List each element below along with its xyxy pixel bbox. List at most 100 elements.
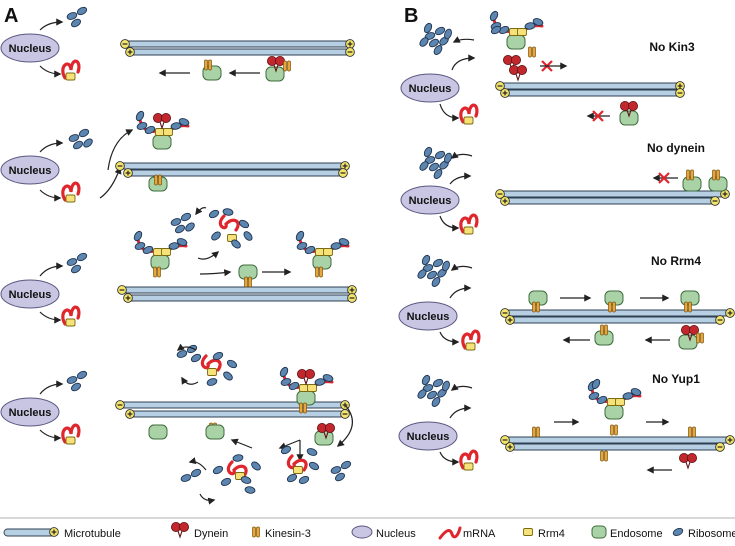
kinesin-head (532, 46, 536, 58)
ribosome-cluster (66, 6, 88, 28)
free-mrna (61, 59, 81, 81)
endosome-icon (619, 110, 639, 126)
ribosome-icon (180, 474, 192, 482)
microtubule (119, 162, 346, 170)
nucleus-label: Nucleus (409, 195, 452, 207)
minus-end-icon (347, 293, 357, 303)
legend-label-mrna: mRNA (463, 528, 496, 540)
ribosome-icon (288, 381, 300, 391)
nucleus-label: Nucleus (409, 83, 452, 95)
endosome-icon (506, 34, 526, 50)
rrm4-icon (523, 528, 533, 536)
ribosome-icon (76, 6, 88, 16)
ribosome-icon (433, 169, 443, 179)
ribosome-icon (279, 366, 289, 378)
ribosome-icon (314, 378, 326, 386)
endosome-icon (594, 330, 614, 346)
plus-end-icon (123, 293, 133, 303)
dynein (679, 452, 698, 470)
nucleus-label: Nucleus (9, 407, 52, 419)
microtubule (504, 436, 731, 444)
minus-end-icon (500, 435, 510, 445)
minus-end-icon (115, 400, 125, 410)
minus-end-icon (117, 285, 127, 295)
dynein-head (687, 452, 698, 463)
ribosome-icon (212, 465, 224, 475)
ribosome-icon (340, 460, 352, 470)
ribosome-icon (180, 212, 192, 222)
nucleus-icon (0, 33, 60, 63)
ribosome-icon (168, 242, 180, 250)
microtubule-pair (495, 81, 685, 98)
microtubule-tube (509, 443, 721, 451)
free-mrna (459, 213, 479, 235)
arrow (39, 139, 64, 153)
block-icon (658, 172, 670, 184)
plus-end-icon (505, 442, 515, 452)
ribosome-icon (185, 222, 195, 232)
endosome-icon (148, 424, 168, 440)
plus-end-icon (345, 39, 355, 49)
kinesin-3 (688, 426, 696, 438)
nucleus-icon (351, 525, 373, 539)
arrow (199, 269, 232, 277)
microtubule-tube (504, 436, 731, 444)
dynein-stalk (159, 121, 165, 130)
nucleus: Nucleus (398, 421, 458, 451)
microtubule (129, 48, 351, 56)
plus-end-icon (347, 285, 357, 295)
ribosome-icon (175, 224, 185, 234)
row-a4 (148, 343, 353, 462)
kinesin-3 (528, 46, 536, 58)
rrm4-icon (161, 248, 171, 256)
ribosome-icon (417, 269, 427, 279)
arrow (39, 311, 62, 324)
ribosome-icon (144, 125, 156, 135)
ribosome-icon (186, 344, 198, 354)
free-mrna (61, 423, 81, 445)
mrna-strand (226, 460, 248, 478)
microtubule (124, 40, 351, 48)
minus-end-icon (340, 409, 350, 419)
ribosome-icon (308, 461, 320, 471)
arrow (195, 207, 207, 216)
nucleus-icon (0, 279, 60, 309)
nucleus-icon (400, 73, 460, 103)
minus-end-icon (120, 39, 130, 49)
minus-end-icon (710, 196, 720, 206)
arrow (439, 451, 460, 466)
kinesin-head (688, 301, 692, 313)
ribosome-icon (133, 230, 143, 242)
ribosome-icon (243, 231, 253, 241)
arrow (449, 172, 472, 185)
kinesin-head (252, 526, 256, 538)
ribosome-icon (211, 231, 221, 241)
dynein (316, 422, 335, 440)
rrm4-icon (65, 72, 76, 81)
ribosome-icon (73, 140, 83, 150)
mrna-strand (461, 329, 481, 350)
ribosome-icon (330, 466, 342, 474)
ribosome-icon (427, 270, 437, 280)
minus-end-icon (338, 168, 348, 178)
arrow (336, 405, 353, 447)
ribosome-icon (419, 37, 429, 47)
nucleus-icon (398, 421, 458, 451)
arrow (278, 439, 301, 450)
ribosome-icon (427, 390, 437, 400)
mrna-strand (218, 214, 240, 232)
ribosome-icon (432, 258, 444, 268)
rrm4-icon (463, 462, 474, 471)
kinesin-3 (608, 301, 616, 313)
dynein-stalk (303, 377, 309, 386)
dynein (681, 324, 700, 342)
kinesin-3 (712, 169, 720, 181)
arrow (39, 189, 62, 202)
kinesin-3 (696, 332, 704, 344)
arrow (230, 438, 253, 449)
dynein (170, 522, 189, 539)
ribosome-icon (136, 122, 148, 130)
ribosome-icon (591, 378, 601, 390)
ribosome-icon (596, 395, 608, 405)
